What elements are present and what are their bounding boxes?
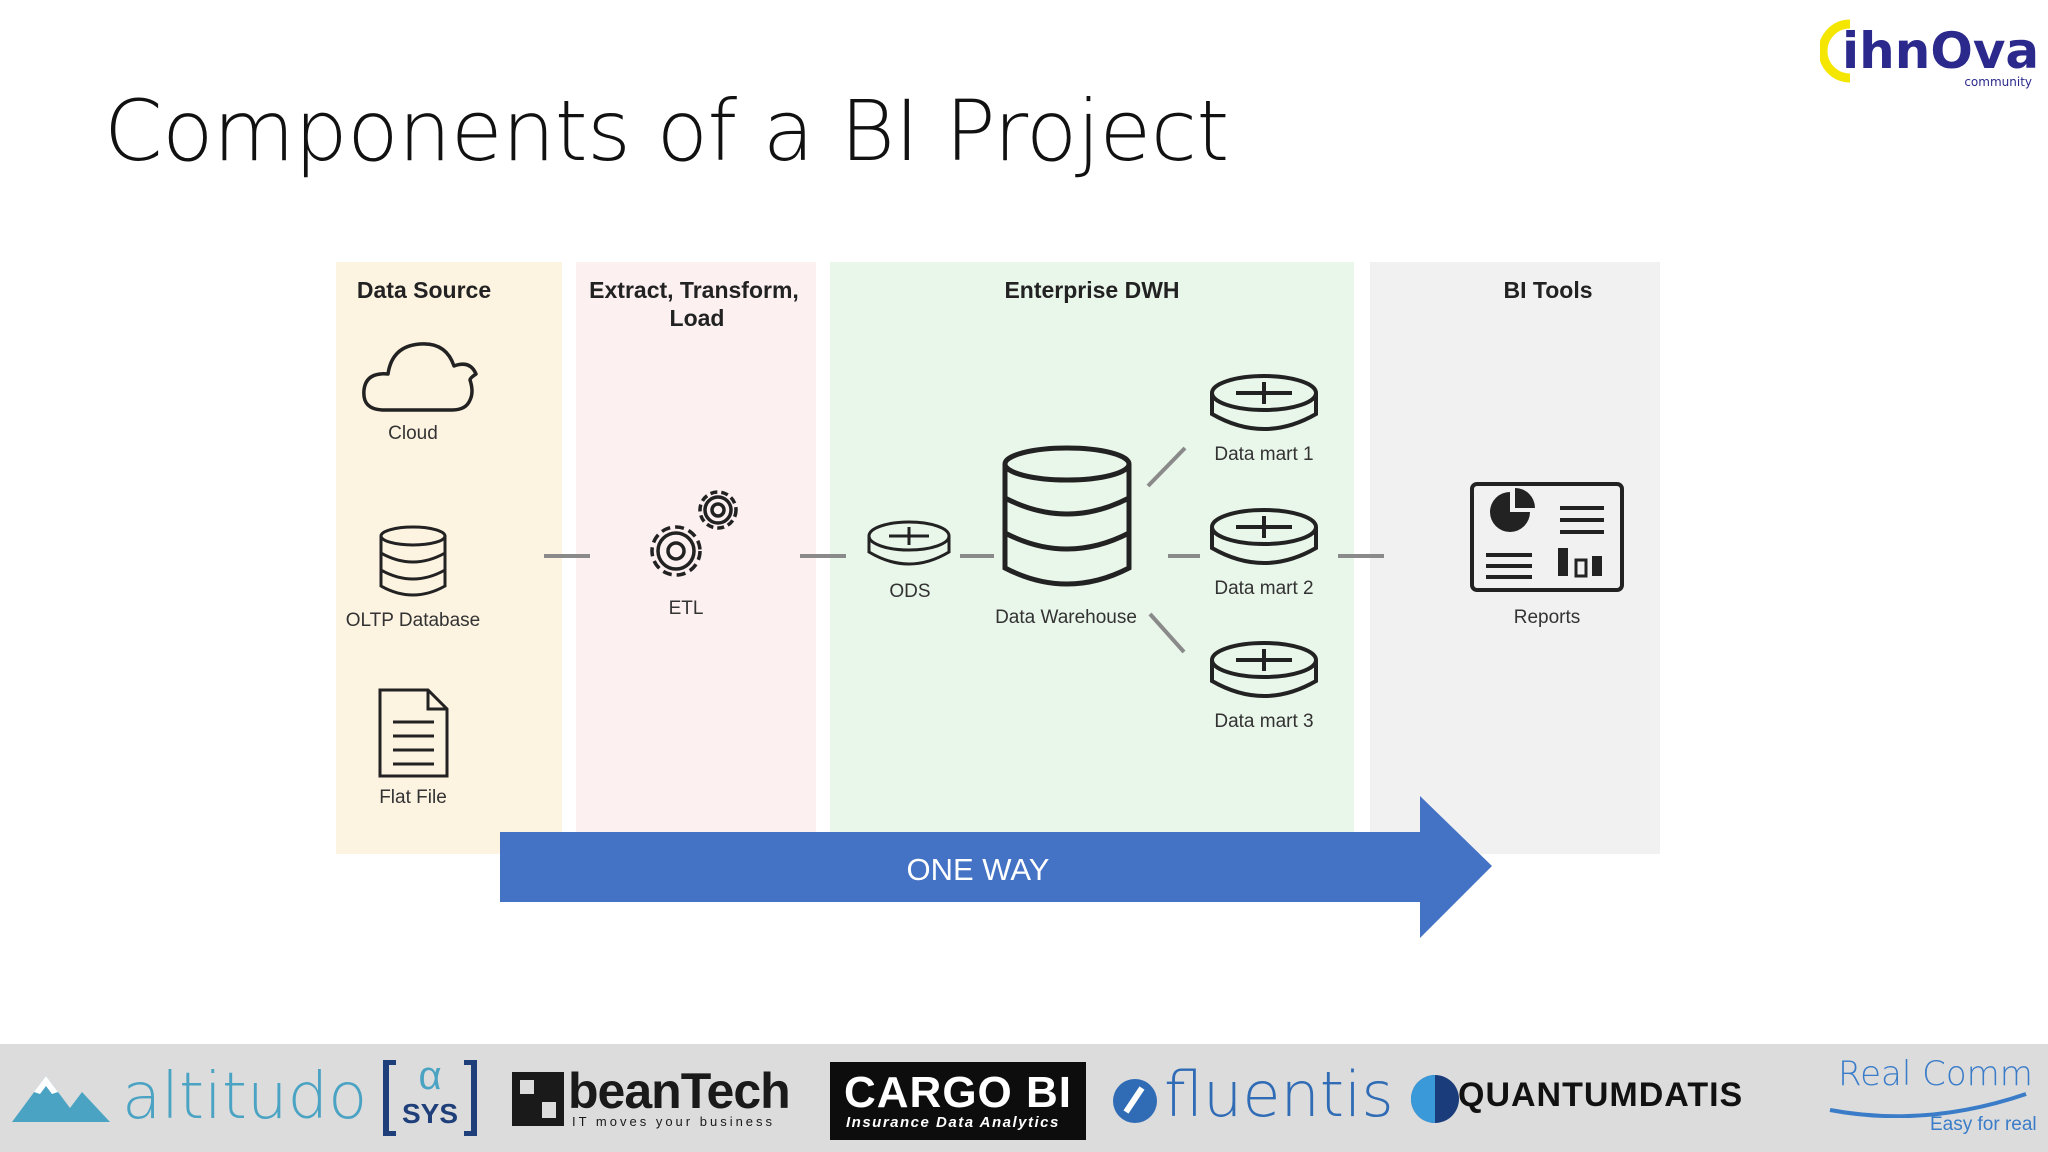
beantech-logo: beanTech [568, 1063, 791, 1119]
sponsor-footer: altitudo α SYS beanTech IT moves your bu… [0, 1044, 2048, 1152]
flat-file-label: Flat File [379, 787, 447, 808]
asys-logo: α SYS [382, 1054, 478, 1136]
flat-file-icon [378, 688, 449, 778]
fluentis-logo: fluentis [1164, 1058, 1394, 1131]
data-mart-1-label: Data mart 1 [1214, 444, 1313, 465]
altitudo-mountain-icon [12, 1076, 110, 1122]
beantech-tagline: IT moves your business [572, 1114, 776, 1129]
quantumdatis-mark-icon [1411, 1075, 1459, 1123]
cargobi-name: CARGO BI [844, 1068, 1072, 1117]
data-mart-1-icon [1210, 374, 1318, 431]
dwh-column [830, 262, 1354, 854]
bi-tools-column [1370, 262, 1660, 854]
fluentis-mark-icon [1113, 1079, 1157, 1123]
etl-label: ETL [669, 598, 704, 619]
column-heading-etl-line2: Load [670, 305, 725, 331]
one-way-label: ONE WAY [907, 852, 1050, 887]
reports-label: Reports [1514, 607, 1581, 628]
data-mart-2-label: Data mart 2 [1214, 578, 1313, 599]
innova-logo: ihnOva community [1820, 19, 2038, 89]
column-heading-etl: Extract, Transform, [589, 277, 799, 303]
data-mart-3-icon [1210, 641, 1318, 698]
realcomm-swoosh-icon [1829, 1092, 2027, 1118]
asys-brackets-icon [383, 1060, 477, 1136]
ods-label: ODS [889, 581, 930, 602]
data-mart-3-label: Data mart 3 [1214, 711, 1313, 732]
logo-text: ihnOva [1842, 22, 2038, 80]
cargobi-logo: CARGO BI Insurance Data Analytics [830, 1062, 1086, 1140]
logo-arc-icon [1820, 19, 1851, 83]
data-source-column [336, 262, 562, 854]
data-warehouse-icon [1002, 445, 1132, 587]
data-mart-2-icon [1210, 508, 1318, 565]
etl-gears-icon [650, 490, 738, 577]
one-way-arrow [500, 796, 1492, 938]
oltp-database-icon [379, 525, 447, 597]
oltp-database-label: OLTP Database [346, 610, 480, 631]
data-warehouse-label: Data Warehouse [995, 607, 1137, 628]
connector-dw-mart3 [1148, 612, 1186, 654]
realcomm-tagline: Easy for real [1930, 1114, 2037, 1135]
reports-dashboard-icon [1470, 482, 1624, 592]
ods-disk-icon [867, 520, 951, 566]
cloud-label: Cloud [388, 423, 438, 444]
column-heading-data-source: Data Source [357, 277, 491, 303]
cloud-icon [362, 342, 478, 412]
beantech-mark-icon [512, 1072, 564, 1126]
asys-alpha: α [418, 1054, 442, 1098]
asys-sys: SYS [401, 1098, 459, 1129]
logo-subtext: community [1964, 75, 2032, 89]
column-heading-dwh: Enterprise DWH [1004, 277, 1179, 303]
connector-dw-mart1 [1146, 446, 1187, 488]
slide-title: Components of a BI Project [104, 82, 1229, 180]
etl-column [576, 262, 816, 854]
quantumdatis-logo: QUANTUMDATIS [1458, 1076, 1744, 1114]
column-heading-bi-tools: BI Tools [1503, 277, 1592, 303]
cargobi-tagline: Insurance Data Analytics [846, 1114, 1060, 1131]
altitudo-logo: altitudo [122, 1060, 368, 1134]
realcomm-logo: Real Comm [1838, 1054, 2033, 1094]
